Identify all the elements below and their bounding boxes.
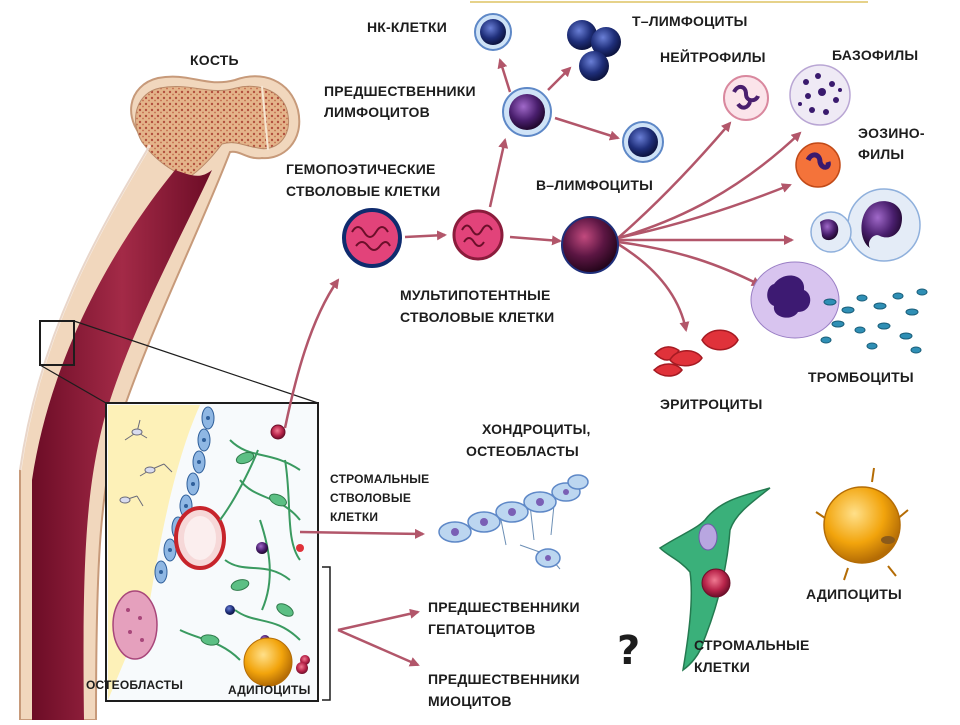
- nk-cell: [474, 13, 512, 51]
- label-erythrocytes: ЭРИТРОЦИТЫ: [660, 396, 763, 412]
- label-hsc-2: СТВОЛОВЫЕ КЛЕТКИ: [286, 183, 441, 199]
- label-eosinophils-1: ЭОЗИНО-: [858, 125, 925, 141]
- label-multipotent-1: МУЛЬТИПОТЕНТНЫЕ: [400, 287, 551, 303]
- b-lymphocyte-cell: [622, 121, 664, 163]
- label-neutrophils: НЕЙТРОФИЛЫ: [660, 49, 766, 65]
- monocyte-cells: [810, 188, 921, 262]
- label-bone: КОСТЬ: [190, 52, 239, 68]
- label-chondrocytes-2: ОСТЕОБЛАСТЫ: [466, 443, 579, 459]
- lymphoid-progenitor-cell: [502, 87, 552, 137]
- label-chondrocytes-1: ХОНДРОЦИТЫ,: [482, 421, 591, 437]
- label-myocyte-1: ПРЕДШЕСТВЕННИКИ: [428, 671, 580, 687]
- label-osteoblasts-inset: ОСТЕОБЛАСТЫ: [86, 678, 184, 692]
- t-lymphocyte-cells: [567, 20, 621, 81]
- marrow-niche-inset: [105, 402, 319, 702]
- label-stromal-stem-3: КЛЕТКИ: [330, 510, 379, 524]
- label-multipotent-2: СТВОЛОВЫЕ КЛЕТКИ: [400, 309, 555, 325]
- arrows: [283, 58, 802, 667]
- chondrocyte-osteoblast-cells: [438, 474, 589, 570]
- stromal-cell: [658, 487, 771, 672]
- question-mark: ?: [617, 628, 641, 674]
- label-nk-cells: НК-КЛЕТКИ: [367, 19, 447, 35]
- eosinophil-cell: [795, 142, 841, 188]
- label-stromal-cells-2: КЛЕТКИ: [694, 659, 751, 675]
- adipocyte-cell: [815, 467, 909, 581]
- label-lymphocyte-precursors-2: ЛИМФОЦИТОВ: [324, 104, 430, 120]
- inset-leader-top: [73, 320, 319, 404]
- label-b-lymphocytes: В–ЛИМФОЦИТЫ: [536, 177, 654, 193]
- inset-leader-bottom: [39, 364, 107, 404]
- label-hepatocyte-2: ГЕПАТОЦИТОВ: [428, 621, 536, 637]
- label-platelets: ТРОМБОЦИТЫ: [808, 369, 914, 385]
- label-adipocytes-right: АДИПОЦИТЫ: [806, 586, 902, 602]
- label-lymphocyte-precursors-1: ПРЕДШЕСТВЕННИКИ: [324, 83, 476, 99]
- multipotent-cell: [452, 209, 504, 261]
- megakaryocyte-cell: [750, 261, 840, 339]
- label-t-lymphocytes: Т–ЛИМФОЦИТЫ: [632, 13, 748, 29]
- label-adipocytes-inset: АДИПОЦИТЫ: [228, 683, 311, 697]
- label-myocyte-2: МИОЦИТОВ: [428, 693, 512, 709]
- label-basophils: БАЗОФИЛЫ: [832, 47, 919, 63]
- hsc-cell: [342, 208, 402, 268]
- platelets: [820, 288, 928, 354]
- label-stromal-stem-2: СТВОЛОВЫЕ: [330, 491, 412, 505]
- basophil-cell: [789, 64, 851, 126]
- inset-bracket: [322, 566, 331, 701]
- inset-marker: [39, 320, 75, 366]
- erythrocytes: [652, 329, 739, 377]
- label-eosinophils-2: ФИЛЫ: [858, 146, 905, 162]
- label-hsc-1: ГЕМОПОЭТИЧЕСКИЕ: [286, 161, 436, 177]
- label-stromal-stem-1: СТРОМАЛЬНЫЕ: [330, 472, 430, 486]
- myeloid-progenitor-cell: [561, 216, 619, 274]
- label-stromal-cells-1: СТРОМАЛЬНЫЕ: [694, 637, 810, 653]
- neutrophil-cell: [723, 75, 769, 121]
- label-hepatocyte-1: ПРЕДШЕСТВЕННИКИ: [428, 599, 580, 615]
